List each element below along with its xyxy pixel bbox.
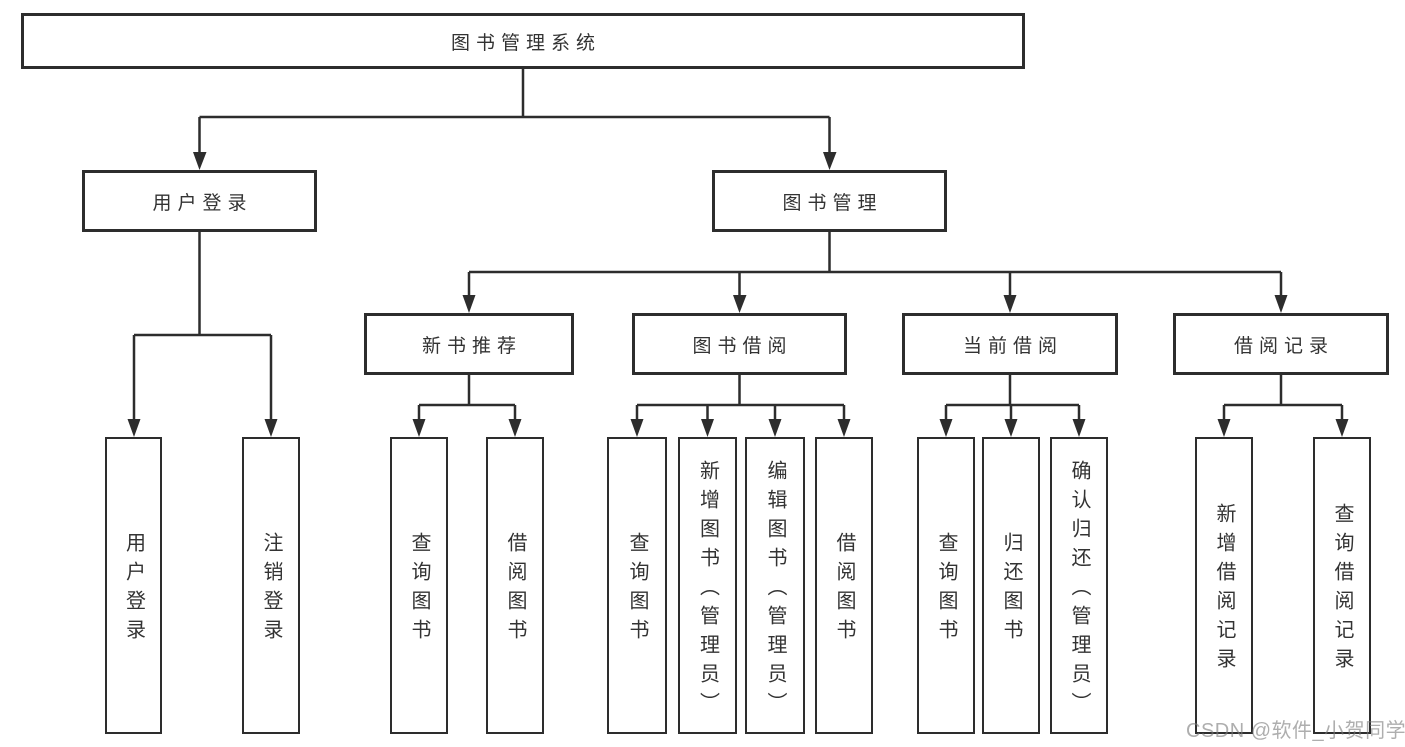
node-leaf-user-login: 用户登录 (105, 437, 162, 734)
node-leaf-query-books-borrowing: 查询图书 (607, 437, 667, 734)
node-label: 用户登录 (122, 532, 145, 648)
node-book-borrowing: 图书借阅 (632, 313, 847, 375)
node-label: 新增图书（管理员） (696, 459, 719, 721)
arrowhead (630, 419, 644, 437)
node-leaf-query-books-current: 查询图书 (917, 437, 975, 734)
node-root-label: 图书管理系统 (450, 32, 601, 54)
node-current-borrowing: 当前借阅 (902, 313, 1118, 375)
arrowhead (768, 419, 782, 437)
arrowhead (1217, 419, 1231, 437)
node-label: 借阅图书 (504, 532, 526, 648)
arrowhead (462, 295, 476, 313)
csdn-watermark: CSDN @软件_小贺同学 (1186, 720, 1405, 742)
arrowhead (264, 419, 278, 437)
node-leaf-add-book-admin: 新增图书（管理员） (678, 437, 737, 734)
node-label: 归还图书 (1000, 532, 1022, 648)
arrowhead (837, 419, 851, 437)
arrowhead (193, 152, 207, 170)
node-label: 查询图书 (408, 532, 430, 648)
node-user-login: 用户登录 (82, 170, 317, 232)
node-borrowing-records: 借阅记录 (1173, 313, 1389, 375)
node-label: 图书借阅 (692, 335, 793, 357)
arrowhead (733, 295, 747, 313)
node-label: 借阅记录 (1233, 335, 1334, 357)
node-new-book-recommendation: 新书推荐 (364, 313, 574, 375)
node-label: 查询图书 (626, 532, 648, 648)
node-label: 注销登录 (260, 532, 282, 648)
node-leaf-edit-book-admin: 编辑图书（管理员） (745, 437, 805, 734)
node-label: 编辑图书（管理员） (764, 459, 786, 721)
node-leaf-return-books: 归还图书 (982, 437, 1040, 734)
arrowhead (1335, 419, 1349, 437)
node-label: 新书推荐 (421, 335, 522, 357)
arrowhead (1274, 295, 1288, 313)
arrowhead (823, 152, 837, 170)
node-label: 借阅图书 (833, 532, 855, 648)
arrowhead (508, 419, 522, 437)
arrowhead (939, 419, 953, 437)
connector-path (132, 69, 1344, 420)
arrowhead (1004, 419, 1018, 437)
arrowhead (1003, 295, 1017, 313)
node-label: 当前借阅 (962, 335, 1063, 357)
arrowhead (1072, 419, 1086, 437)
arrowheads (127, 152, 1349, 437)
node-leaf-query-books-recommend: 查询图书 (390, 437, 448, 734)
node-leaf-borrow-books: 借阅图书 (815, 437, 873, 734)
node-label: 用户登录 (152, 192, 253, 214)
node-label: 新增借阅记录 (1213, 503, 1235, 677)
node-book-management: 图书管理 (712, 170, 947, 232)
node-leaf-logout: 注销登录 (242, 437, 300, 734)
node-leaf-add-borrow-record: 新增借阅记录 (1195, 437, 1253, 734)
arrowhead (127, 419, 141, 437)
node-leaf-confirm-return-admin: 确认归还（管理员） (1050, 437, 1108, 734)
node-leaf-borrow-books-recommend: 借阅图书 (486, 437, 544, 734)
node-root-system: 图书管理系统 (21, 13, 1025, 69)
node-label: 查询借阅记录 (1331, 503, 1353, 677)
node-label: 查询图书 (935, 532, 957, 648)
node-label: 图书管理 (782, 192, 883, 214)
arrowhead (701, 419, 714, 437)
arrowhead (412, 419, 426, 437)
node-leaf-query-borrow-record: 查询借阅记录 (1313, 437, 1371, 734)
node-label: 确认归还（管理员） (1068, 459, 1090, 721)
